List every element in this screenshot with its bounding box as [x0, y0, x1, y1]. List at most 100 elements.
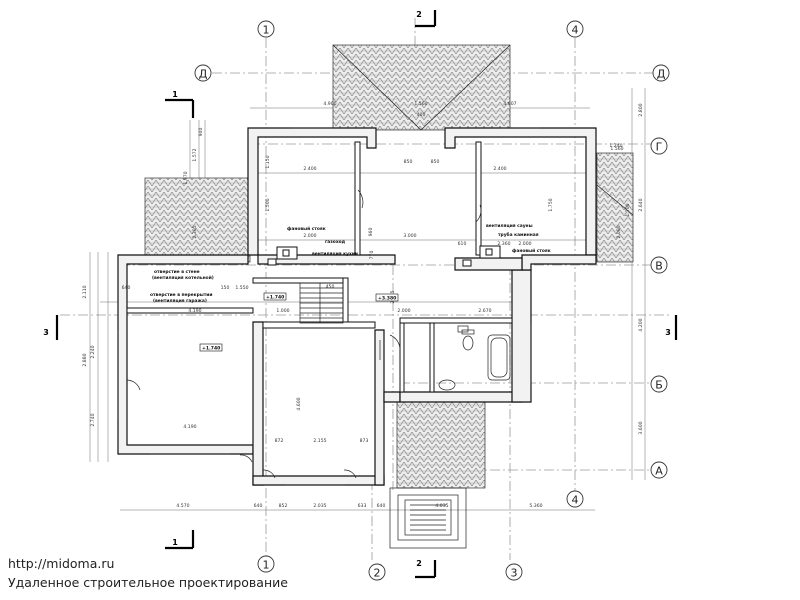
- axis-2-bottom: 2: [374, 567, 381, 580]
- entrance-steps: [389, 487, 467, 549]
- section-3-right: 3: [665, 328, 671, 337]
- dimension-texts: 4.900 1.560 4.607 400 2.400 850 850 2.40…: [82, 101, 644, 509]
- dim-right-1: 2.800: [638, 103, 644, 116]
- axis-g-right: Г: [656, 141, 663, 154]
- dim-in-12: 4.600: [296, 397, 302, 410]
- dim-in-4: 3.000: [403, 233, 416, 239]
- dim-bot-7: 4.035: [435, 503, 448, 509]
- dim-right-6: 1.560: [610, 146, 623, 152]
- dim-bot-4: 2.035: [313, 503, 326, 509]
- dim-bot-5: 633: [358, 503, 367, 509]
- dim-right-5: 3.600: [638, 421, 644, 434]
- dim-mid-2: 850: [404, 159, 413, 165]
- dim-in-26: 450: [326, 284, 335, 290]
- dim-bot-1: 4.570: [176, 503, 189, 509]
- axis-v-right: В: [655, 260, 663, 273]
- annotation-texts: фановый стояк фановый стояк газоход вент…: [150, 224, 551, 304]
- dim-top-1: 4.900: [323, 101, 336, 107]
- chimneys: [267, 245, 501, 267]
- section-1-bottom: 1: [172, 538, 178, 547]
- axis-d-left: Д: [199, 68, 208, 81]
- label-sauna-vent: вентиляция сауны: [486, 224, 533, 229]
- grid-bubbles: 1 4 1 2 3 4 Д Д Г В Б А: [194, 20, 670, 581]
- dim-in-16: 1.240: [609, 143, 622, 149]
- dim-in-24: 1.550: [235, 285, 248, 291]
- dim-in-22: 610: [458, 241, 467, 247]
- axis-3-bottom: 3: [511, 567, 518, 580]
- label-fan-pipe-left: фановый стояк: [287, 225, 326, 232]
- dim-left-4: 2.240: [90, 345, 96, 358]
- section-3-left: 3: [43, 328, 49, 337]
- interior-partitions: [126, 141, 513, 393]
- dim-right-2: 2.640: [638, 198, 644, 211]
- dim-in-2: 1.150: [265, 155, 271, 168]
- dim-in-8: 2.000: [397, 308, 410, 314]
- dim-left-6: 1.572: [192, 148, 198, 161]
- axis-d-right: Д: [657, 68, 666, 81]
- level-marks: +1.740 +3.380 +1.740: [199, 292, 399, 352]
- dim-mid-3: 850: [431, 159, 440, 165]
- label-wall-opening: отверстие в стене: [154, 270, 200, 275]
- axis-4-top: 4: [572, 24, 579, 37]
- label-floor-opening-sub: (вентиляция гаража): [153, 298, 207, 304]
- level-mark-stair: +1.740: [266, 295, 284, 301]
- dim-in-25: 640: [122, 285, 131, 291]
- staircase: [299, 282, 344, 324]
- dim-right-3: 1.700: [625, 203, 631, 216]
- dim-in-10: 4.190: [188, 308, 201, 314]
- dim-top-3: 4.607: [503, 101, 516, 107]
- dim-right-4: 4.200: [638, 318, 644, 331]
- window-marks: [117, 127, 597, 486]
- dim-in-18: 1.750: [548, 198, 554, 211]
- label-floor-opening: отверстие в перекрытии: [150, 293, 212, 298]
- label-gas-duct: газоход: [325, 240, 346, 245]
- section-marks: [55, 10, 678, 579]
- dim-bot-2: 640: [254, 503, 263, 509]
- dim-in-3: 1.500: [265, 198, 271, 211]
- label-fan-pipe-right: фановый стояк: [512, 247, 551, 254]
- axis-b-right: Б: [655, 379, 663, 392]
- axis-a-right: А: [655, 465, 663, 478]
- bathroom-fixtures: [438, 325, 511, 391]
- door-swings: [126, 189, 482, 479]
- dim-left-2: 2.880: [82, 353, 88, 366]
- level-mark-hall: +3.380: [378, 296, 396, 302]
- dim-in-11: 4.190: [183, 424, 196, 430]
- dim-in-15: 873: [360, 438, 369, 444]
- dim-left-5: 1.970: [183, 171, 189, 184]
- dim-left-7: 2.305: [192, 225, 198, 238]
- dim-top-4: 400: [417, 112, 426, 118]
- section-2-top: 2: [416, 10, 422, 19]
- label-heating-pipe: труба каминная: [498, 231, 539, 238]
- dim-in-7: 1.000: [276, 308, 289, 314]
- dim-in-1: 2.000: [303, 233, 316, 239]
- dim-in-14: 872: [275, 438, 284, 444]
- dim-bot-8: 5.360: [529, 503, 542, 509]
- dim-left-8: 940: [198, 128, 204, 137]
- axis-1-top: 1: [263, 24, 270, 37]
- axis-4-bottom: 4: [572, 494, 579, 507]
- dim-bot-3: 852: [279, 503, 288, 509]
- section-2-bottom: 2: [416, 559, 422, 568]
- roof-overhangs: [144, 44, 634, 489]
- axis-1-bottom: 1: [263, 559, 270, 572]
- dim-in-20: 960: [368, 228, 374, 237]
- dim-in-23: 150: [221, 285, 230, 291]
- dim-in-5: 2.000: [518, 241, 531, 247]
- dim-left-1: 2.110: [82, 285, 88, 298]
- dim-in-9: 2.670: [478, 308, 491, 314]
- footer-url[interactable]: http://midoma.ru: [8, 556, 115, 571]
- dim-in-19: 2.000: [616, 225, 622, 238]
- dim-in-13: 2.155: [313, 438, 326, 444]
- dim-in-21: 770: [369, 251, 375, 260]
- section-1-top: 1: [172, 90, 178, 99]
- dim-mid-4: 2.400: [493, 166, 506, 172]
- dim-mid-1: 2.400: [303, 166, 316, 172]
- dim-bot-6: 640: [377, 503, 386, 509]
- dim-in-17: 2.360: [497, 241, 510, 247]
- level-mark-garage: +1.740: [202, 346, 220, 352]
- label-kitchen-vent: вентиляция кухни: [312, 252, 358, 257]
- building-walls: [117, 127, 597, 486]
- label-wall-opening-sub: (вентиляция котельной): [152, 274, 214, 281]
